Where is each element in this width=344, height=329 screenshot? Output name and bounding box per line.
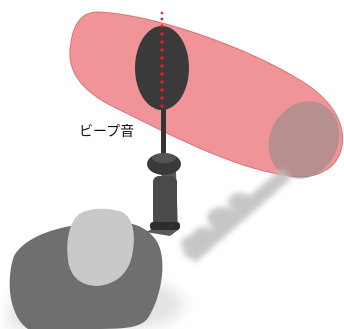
device — [135, 26, 189, 175]
device-grip-top — [152, 153, 176, 163]
paddle-ghost — [268, 101, 340, 179]
device-shaft — [161, 98, 166, 160]
person-forearm — [153, 176, 177, 226]
beep-dots — [160, 11, 164, 108]
person-head — [67, 208, 134, 286]
paddle-head — [135, 26, 189, 110]
beep-label: ビープ音 — [79, 124, 135, 140]
device-shadow — [181, 168, 292, 262]
wristband — [150, 222, 180, 230]
person — [9, 172, 180, 329]
